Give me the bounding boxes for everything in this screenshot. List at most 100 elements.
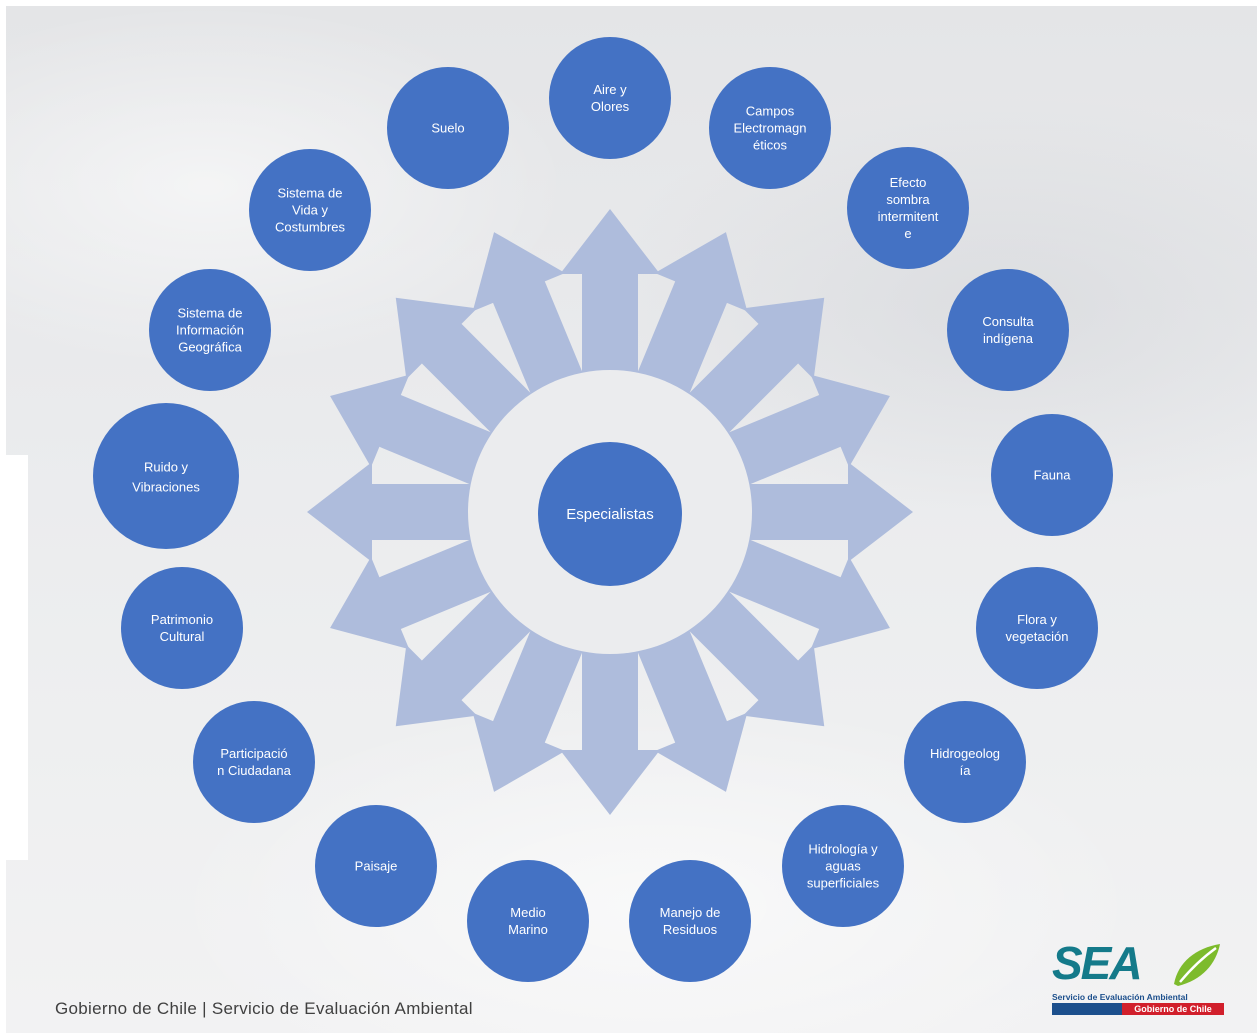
node-circle	[193, 701, 315, 823]
arrow-4	[714, 374, 890, 491]
node-label: ía	[960, 763, 972, 778]
arrow-ring	[307, 209, 913, 815]
arrow-1	[560, 209, 660, 387]
node-circle	[847, 147, 969, 269]
arrow-15	[395, 297, 542, 444]
node-label: Participació	[220, 746, 287, 761]
node-label: Sistema de	[177, 306, 242, 321]
sea-logo: SEA Servicio de Evaluación Ambiental Gob…	[1050, 937, 1228, 1016]
node-3: Efecto sombra intermitent e	[847, 147, 969, 269]
node-label: Patrimonio	[151, 612, 213, 627]
node-12: Participació n Ciudadana	[193, 701, 315, 823]
node-circle	[976, 567, 1098, 689]
node-5: Fauna	[991, 414, 1113, 536]
node-circle	[387, 67, 509, 189]
arrow-14	[330, 374, 506, 491]
arrow-8	[631, 616, 748, 792]
node-circle	[149, 269, 271, 391]
logo-subtitle: Servicio de Evaluación Ambiental	[1052, 992, 1188, 1002]
arrow-12	[330, 533, 506, 650]
footer-text: Gobierno de Chile | Servicio de Evaluaci…	[55, 999, 473, 1018]
node-circle	[315, 805, 437, 927]
node-label: Consulta	[982, 314, 1034, 329]
arrow-2	[631, 232, 748, 408]
node-circle	[467, 860, 589, 982]
node-label: Marino	[508, 922, 548, 937]
node-circle	[904, 701, 1026, 823]
node-label: Fauna	[1034, 468, 1072, 483]
node-label: Residuos	[663, 922, 718, 937]
node-label: Vibraciones	[132, 479, 200, 494]
left-white-strip	[0, 455, 28, 860]
node-label: e	[904, 226, 911, 241]
node-label: Paisaje	[355, 859, 398, 874]
node-label: Suelo	[431, 121, 464, 136]
node-label: Ruido y	[144, 459, 189, 474]
node-label: éticos	[753, 138, 787, 153]
logo-band-label: Gobierno de Chile	[1122, 1003, 1224, 1015]
center-node: Especialistas	[538, 442, 682, 586]
node-label: sombra	[886, 192, 930, 207]
arrow-13	[307, 462, 485, 562]
node-label: superficiales	[807, 876, 880, 891]
node-label: Manejo de	[660, 905, 721, 920]
node-label: Sistema de	[277, 186, 342, 201]
node-circle	[121, 567, 243, 689]
node-circle	[249, 149, 371, 271]
node-label: Efecto	[890, 175, 927, 190]
logo-band-blue	[1052, 1003, 1122, 1015]
node-circle	[549, 37, 671, 159]
node-label: Aire y	[593, 82, 627, 97]
node-label: Vida y	[292, 203, 328, 218]
node-16: Sistema de Vida y Costumbres	[249, 149, 371, 271]
node-1: Aire y Olores	[549, 37, 671, 159]
node-circle	[782, 805, 904, 927]
node-label: Geográfica	[178, 340, 242, 355]
node-7: Hidrogeolog ía	[904, 701, 1026, 823]
arrow-9	[560, 637, 660, 815]
node-circle	[629, 860, 751, 982]
node-circle	[93, 403, 239, 549]
node-label: intermitent	[878, 209, 939, 224]
arrow-10	[472, 616, 589, 792]
arrow-11	[395, 580, 542, 727]
node-14: Ruido y Vibraciones	[93, 403, 239, 549]
node-6: Flora y vegetación	[976, 567, 1098, 689]
node-11: Paisaje	[315, 805, 437, 927]
node-label: Hidrogeolog	[930, 746, 1000, 761]
node-label: Campos	[746, 104, 795, 119]
center-label: Especialistas	[566, 506, 654, 523]
node-8: Hidrología y aguas superficiales	[782, 805, 904, 927]
node-circle	[947, 269, 1069, 391]
node-label: Medio	[510, 905, 545, 920]
node-label: Electromagn	[734, 121, 807, 136]
node-label: Flora y	[1017, 612, 1057, 627]
node-label: indígena	[983, 331, 1034, 346]
node-label: Cultural	[160, 629, 205, 644]
arrow-6	[714, 533, 890, 650]
node-label: n Ciudadana	[217, 763, 291, 778]
node-label: Información	[176, 323, 244, 338]
arrow-5	[735, 462, 913, 562]
node-circle	[991, 414, 1113, 536]
node-circle	[709, 67, 831, 189]
node-label: vegetación	[1006, 629, 1069, 644]
node-4: Consulta indígena	[947, 269, 1069, 391]
node-label: aguas	[825, 859, 861, 874]
node-label: Costumbres	[275, 220, 346, 235]
leaf-icon	[1174, 944, 1220, 986]
node-label: Hidrología y	[808, 842, 878, 857]
arrow-7	[678, 580, 825, 727]
logo-wordmark: SEA	[1052, 937, 1143, 989]
logo-band: Gobierno de Chile	[1052, 1003, 1224, 1015]
node-label: Olores	[591, 99, 630, 114]
node-17: Suelo	[387, 67, 509, 189]
arrow-3	[678, 297, 825, 444]
node-9: Manejo de Residuos	[629, 860, 751, 982]
